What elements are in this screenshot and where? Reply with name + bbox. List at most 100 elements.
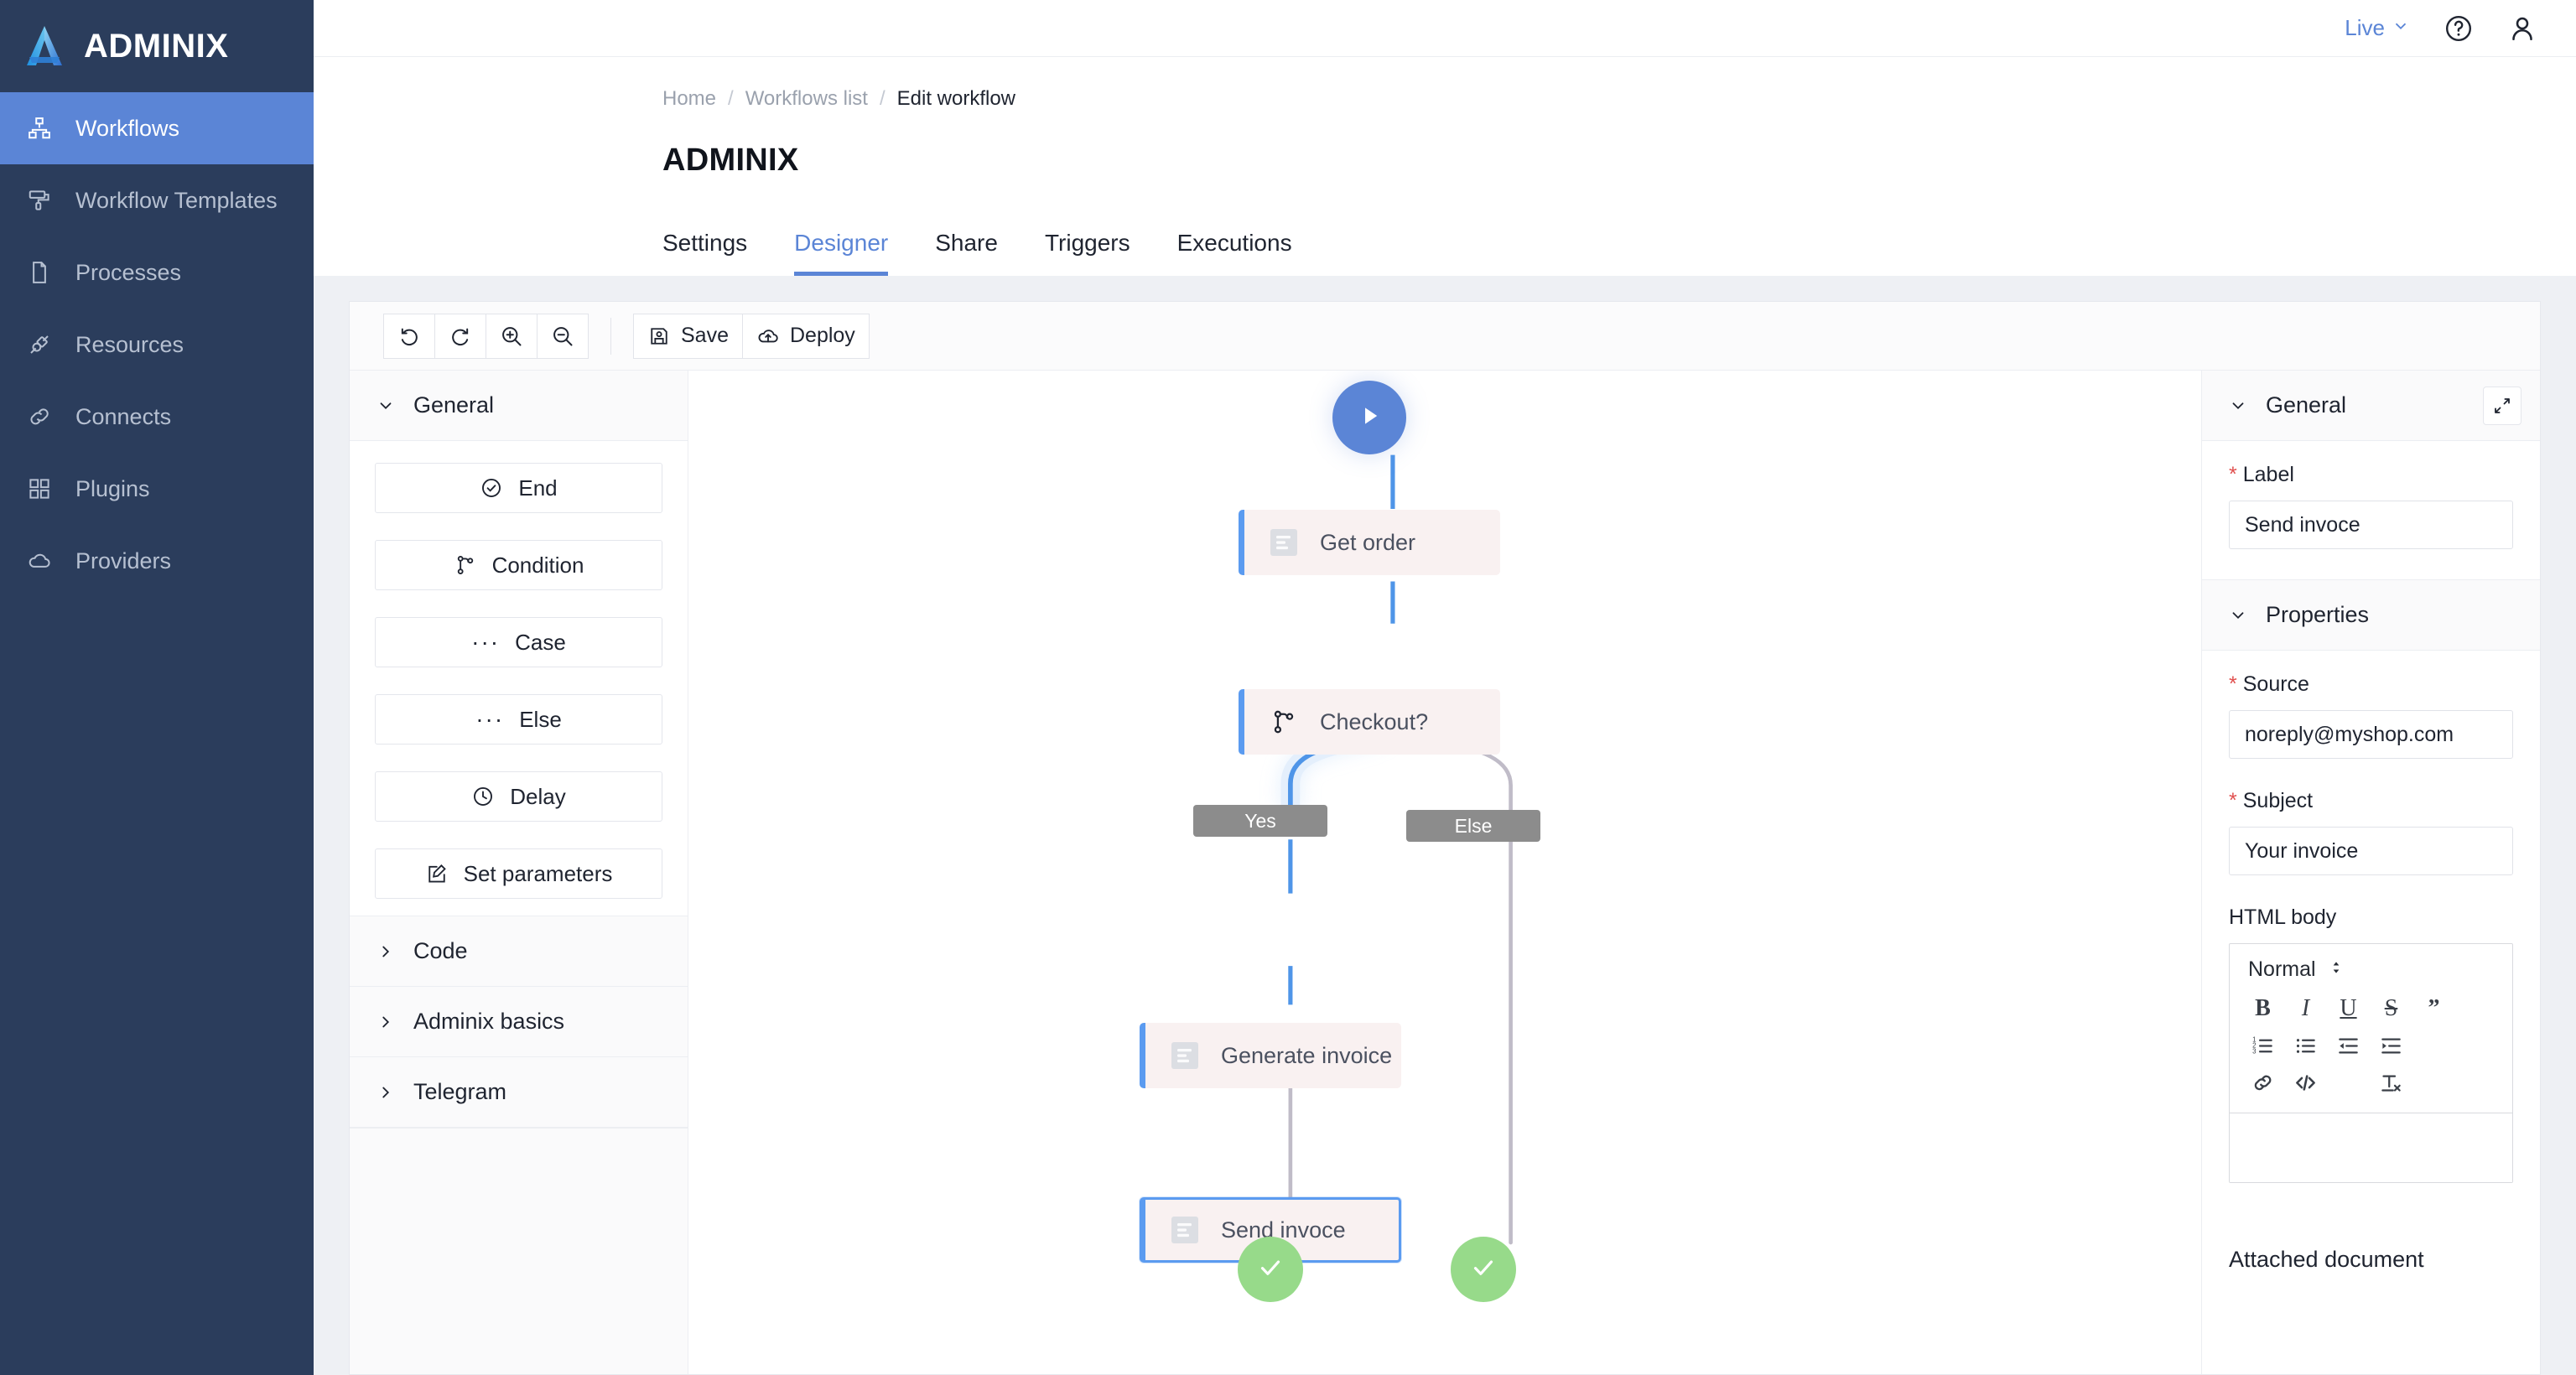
rte-row-insert — [2241, 1064, 2501, 1101]
palette-item-end[interactable]: End — [375, 463, 662, 513]
clear-format-icon[interactable] — [2370, 1064, 2412, 1101]
label-field-caption: * Label — [2229, 463, 2513, 487]
underline-icon[interactable]: U — [2340, 995, 2357, 1021]
deploy-label: Deploy — [789, 324, 855, 347]
palette-item-condition[interactable]: Condition — [375, 540, 662, 590]
zoom-out-button[interactable] — [537, 313, 589, 359]
brand[interactable]: ADMINIX — [0, 0, 314, 92]
chevron-down-icon — [2392, 15, 2410, 41]
bullet-list-icon[interactable] — [2284, 1027, 2327, 1064]
breadcrumb-home[interactable]: Home — [662, 87, 717, 110]
canvas-node-end-yes[interactable] — [1238, 1237, 1303, 1302]
label-field: * Label — [2229, 463, 2513, 549]
link-icon — [25, 402, 54, 431]
zoom-in-button[interactable] — [486, 313, 538, 359]
required-asterisk: * — [2229, 789, 2237, 812]
tab-settings[interactable]: Settings — [662, 230, 748, 256]
sidebar-item-plugins[interactable]: Plugins — [0, 453, 314, 525]
canvas-node-label: Get order — [1320, 529, 1416, 555]
palette-item-case[interactable]: ··· Case — [375, 617, 662, 667]
user-icon[interactable] — [2507, 13, 2537, 44]
sidebar-item-workflows[interactable]: Workflows — [0, 92, 314, 164]
format-dropdown[interactable]: Normal — [2241, 957, 2501, 982]
breadcrumb-edit-workflow: Edit workflow — [896, 87, 1015, 110]
tab-triggers[interactable]: Triggers — [1044, 230, 1130, 256]
palette-section-label: Telegram — [413, 1079, 507, 1104]
required-asterisk: * — [2229, 672, 2237, 696]
section-divider — [2202, 579, 2540, 580]
palette-item-delay[interactable]: Delay — [375, 771, 662, 822]
code-icon[interactable] — [2284, 1064, 2327, 1101]
save-button[interactable]: Save — [633, 313, 743, 359]
source-input[interactable] — [2229, 710, 2513, 759]
sidebar-item-resources[interactable]: Resources — [0, 309, 314, 381]
tab-share[interactable]: Share — [935, 230, 998, 256]
sidebar-item-connects[interactable]: Connects — [0, 381, 314, 453]
sidebar-item-label: Resources — [75, 331, 184, 357]
deploy-button[interactable]: Deploy — [741, 313, 870, 359]
sidebar-item-providers[interactable]: Providers — [0, 525, 314, 597]
palette-item-set-parameters[interactable]: Set parameters — [375, 848, 662, 899]
check-icon — [1254, 1252, 1286, 1288]
canvas-node-start[interactable] — [1332, 381, 1406, 454]
palette-item-label: Delay — [510, 783, 566, 809]
palette-section-code[interactable]: Code — [350, 916, 688, 987]
source-field-caption: * Source — [2229, 672, 2513, 697]
workflow-designer: Save Deploy — [349, 301, 2541, 1375]
chevron-down-icon — [2229, 397, 2247, 415]
strikethrough-icon[interactable]: S — [2384, 995, 2398, 1021]
tab-designer[interactable]: Designer — [794, 230, 889, 276]
edit-square-icon — [425, 862, 449, 885]
bold-icon[interactable]: B — [2255, 995, 2271, 1021]
palette-item-label: End — [518, 475, 558, 501]
blockquote-icon[interactable]: ” — [2428, 995, 2440, 1021]
paint-roller-icon — [25, 186, 54, 215]
chevron-down-icon — [377, 397, 395, 415]
html-body-editor-area[interactable] — [2230, 1113, 2512, 1182]
rich-text-toolbar: Normal B — [2230, 944, 2512, 1113]
sidebar-item-workflow-templates[interactable]: Workflow Templates — [0, 164, 314, 236]
indent-icon[interactable] — [2370, 1027, 2412, 1064]
sidebar-item-processes[interactable]: Processes — [0, 236, 314, 309]
canvas-edge-label-yes[interactable]: Yes — [1193, 805, 1327, 837]
workflow-canvas[interactable]: Get order Checkout? — [688, 371, 2201, 1374]
rte-row-lists: 1 2 3 — [2241, 1027, 2501, 1064]
outdent-icon[interactable] — [2327, 1027, 2370, 1064]
environment-selector[interactable]: Live — [2345, 15, 2410, 41]
sidebar-item-label: Providers — [75, 547, 172, 573]
question-circle-icon[interactable] — [2444, 13, 2474, 44]
palette-empty-space — [350, 1128, 688, 1374]
canvas-node-get-order[interactable]: Get order — [1239, 510, 1500, 575]
canvas-edge-label-else[interactable]: Else — [1406, 810, 1540, 842]
link-icon[interactable] — [2241, 1064, 2284, 1101]
plug-icon — [25, 330, 54, 359]
redo-button[interactable] — [434, 313, 486, 359]
file-icon — [25, 258, 54, 287]
zoom-out-icon — [551, 324, 574, 348]
canvas-node-generate-invoice[interactable]: Generate invoice — [1140, 1023, 1401, 1088]
chevron-right-icon — [377, 942, 395, 961]
sitemap-icon — [25, 114, 54, 143]
palette-item-else[interactable]: ··· Else — [375, 694, 662, 745]
expand-icon[interactable] — [2483, 386, 2521, 425]
subject-input[interactable] — [2229, 827, 2513, 875]
label-input[interactable] — [2229, 501, 2513, 549]
italic-icon[interactable]: I — [2301, 995, 2310, 1021]
ordered-list-icon[interactable]: 1 2 3 — [2241, 1027, 2284, 1064]
canvas-node-checkout[interactable]: Checkout? — [1239, 689, 1500, 755]
palette-item-label: Case — [515, 629, 566, 655]
floppy-disk-icon — [647, 324, 671, 348]
canvas-node-end-else[interactable] — [1451, 1237, 1516, 1302]
properties-section-general-header[interactable]: General — [2202, 371, 2540, 441]
redo-icon — [449, 324, 472, 348]
properties-section-properties-header[interactable]: Properties — [2202, 580, 2540, 651]
breadcrumb-workflows-list[interactable]: Workflows list — [745, 87, 868, 110]
palette-section-telegram[interactable]: Telegram — [350, 1057, 688, 1128]
palette-item-label: Condition — [491, 552, 584, 578]
palette-section-general[interactable]: General — [350, 371, 688, 441]
palette-section-adminix-basics[interactable]: Adminix basics — [350, 987, 688, 1057]
undo-button[interactable] — [383, 313, 435, 359]
html-body-field: HTML body Normal — [2229, 905, 2513, 1183]
tab-executions[interactable]: Executions — [1176, 230, 1292, 256]
svg-text:2: 2 — [2252, 1041, 2256, 1049]
